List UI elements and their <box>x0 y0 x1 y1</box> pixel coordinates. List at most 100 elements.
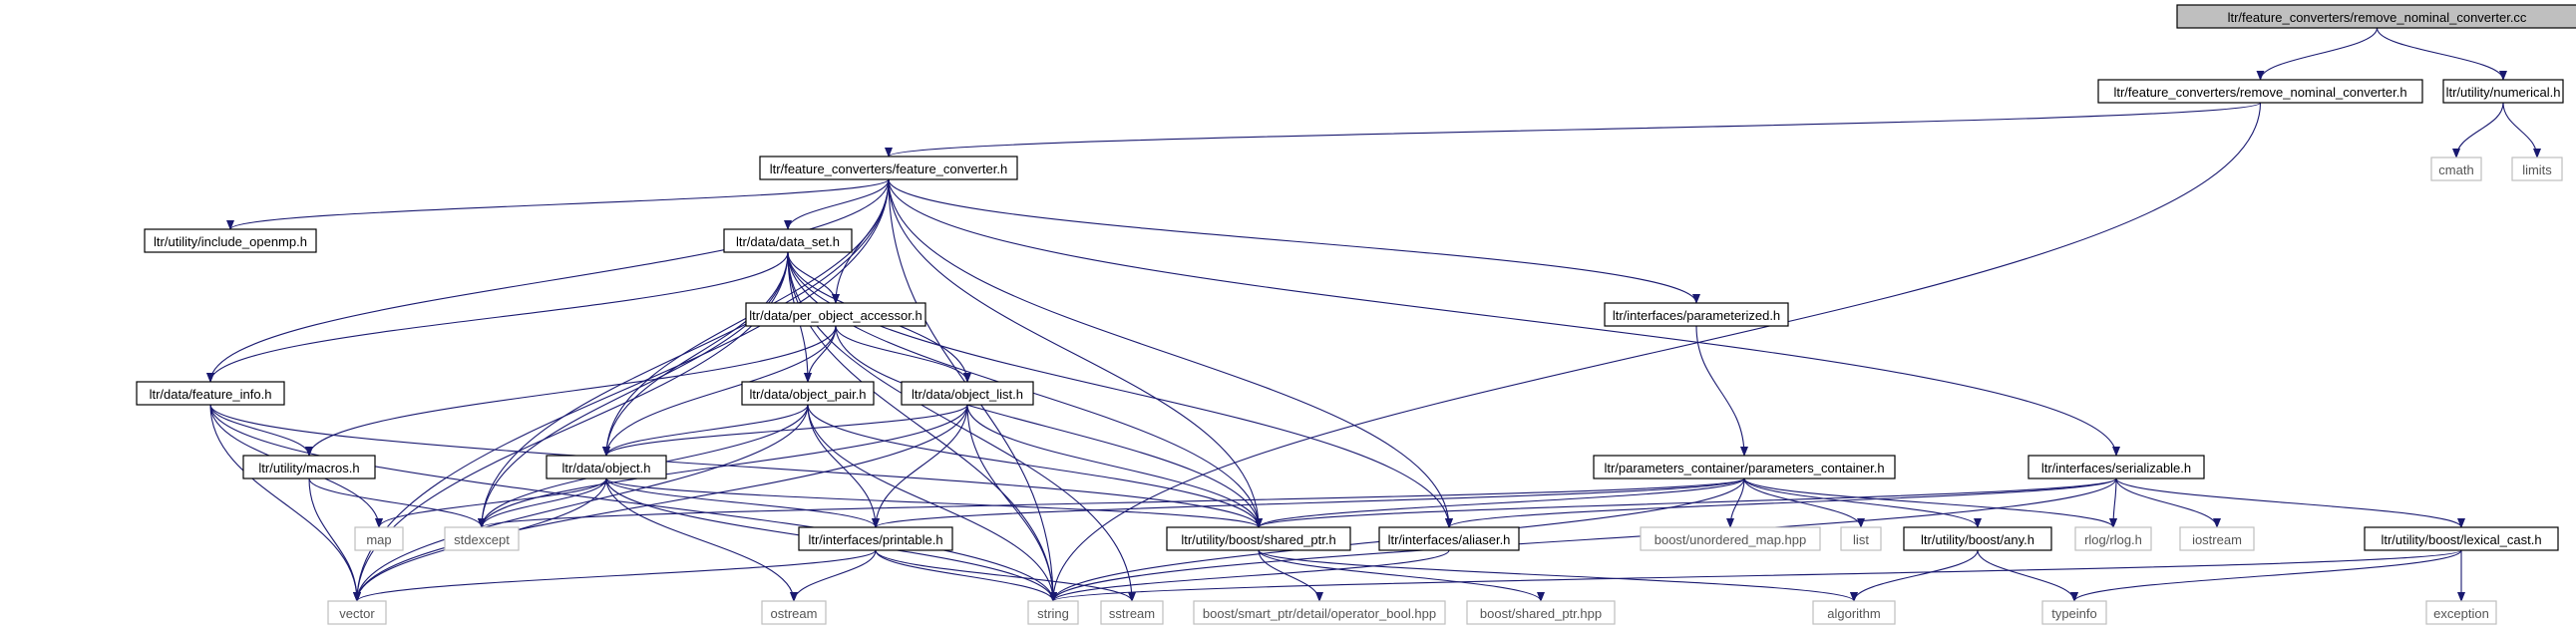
edge-lexical_cast_h-to-typeinfo <box>2070 549 2462 602</box>
node-numerical-h[interactable]: ltr/utility/numerical.h <box>2442 79 2564 104</box>
edge-object_list_h-to-object_h <box>602 404 968 457</box>
node-box <box>2074 526 2152 551</box>
edge-feature_converter_h-to-parameterized_h <box>888 178 1700 304</box>
edge-per_object_accessor_h-to-macros_h <box>305 325 837 457</box>
edge-root-to-numerical_h <box>2376 27 2507 81</box>
edge-any_h-to-algorithm <box>1850 549 1979 602</box>
edge-rnc_h-to-string <box>1049 102 2262 602</box>
node-parameterized-h[interactable]: ltr/interfaces/parameterized.h <box>1604 302 1789 327</box>
node-box <box>761 600 827 625</box>
node-data-set-h[interactable]: ltr/data/data_set.h <box>723 228 853 253</box>
edge-feature_info_h-to-macros_h <box>209 404 313 457</box>
node-exception: exception <box>2425 600 2497 625</box>
node-box <box>1378 526 1520 551</box>
node-box <box>2511 157 2563 181</box>
node-iostream: iostream <box>2179 526 2255 551</box>
edge-root-to-rnc_h <box>2256 27 2379 81</box>
node-label: limits <box>2522 162 2552 177</box>
edge-parameters_container_h-to-list <box>1743 477 1865 528</box>
node-rnc-h[interactable]: ltr/feature_converters/remove_nominal_co… <box>2097 79 2423 104</box>
node-label: ltr/interfaces/serializable.h <box>2041 461 2191 475</box>
node-box <box>242 455 376 479</box>
edge-serializable_h-to-rlog_h <box>2109 477 2118 528</box>
node-label: ltr/feature_converters/remove_nominal_co… <box>2113 85 2406 100</box>
node-object-pair-h[interactable]: ltr/data/object_pair.h <box>741 381 875 406</box>
node-label: ltr/interfaces/parameterized.h <box>1613 308 1780 323</box>
nodes-layer: ltr/feature_converters/remove_nominal_co… <box>136 4 2576 625</box>
node-box <box>2430 157 2482 181</box>
edge-printable_h-to-sstream <box>875 549 1136 602</box>
node-box <box>444 526 520 551</box>
edge-data_set_h-to-aliaser_h <box>787 251 1453 528</box>
node-macros-h[interactable]: ltr/utility/macros.h <box>242 455 376 479</box>
node-limits: limits <box>2511 157 2563 181</box>
node-feature-converter-h[interactable]: ltr/feature_converters/feature_converter… <box>759 156 1018 180</box>
edge-object_h-to-ostream <box>605 477 798 602</box>
edge-parameters_container_h-to-printable_h <box>872 477 1745 528</box>
edge-object_list_h-to-string <box>966 404 1057 602</box>
node-per-object-accessor-h[interactable]: ltr/data/per_object_accessor.h <box>745 302 926 327</box>
edge-serializable_h-to-iostream <box>2115 477 2221 528</box>
node-label: ltr/feature_converters/remove_nominal_co… <box>2228 10 2527 25</box>
node-ostream: ostream <box>761 600 827 625</box>
node-label: exception <box>2433 606 2489 621</box>
edge-serializable_h-to-lexical_cast_h <box>2115 477 2465 528</box>
node-box <box>2176 4 2576 29</box>
edge-data_set_h-to-feature_info_h <box>206 251 789 383</box>
edge-data_set_h-to-object_h <box>602 251 789 457</box>
edges-layer <box>206 27 2541 602</box>
node-box <box>546 455 667 479</box>
node-sstream: sstream <box>1100 600 1164 625</box>
edge-data_set_h-to-per_object_accessor_h <box>787 251 840 304</box>
edge-parameters_container_h-to-rlog_h <box>1743 477 2117 528</box>
edge-object_pair_h-to-shared_ptr_h <box>807 404 1263 528</box>
node-box <box>2425 600 2497 625</box>
edge-serializable_h-to-shared_ptr_h <box>1255 477 2117 528</box>
node-include-openmp-h[interactable]: ltr/utility/include_openmp.h <box>144 228 317 253</box>
node-box <box>354 526 404 551</box>
node-label: ltr/utility/macros.h <box>258 461 359 475</box>
node-any-h[interactable]: ltr/utility/boost/any.h <box>1903 526 2052 551</box>
edge-printable_h-to-string <box>875 549 1057 602</box>
node-label: ltr/utility/include_openmp.h <box>154 234 307 249</box>
node-vector: vector <box>327 600 387 625</box>
node-object-h[interactable]: ltr/data/object.h <box>546 455 667 479</box>
node-box <box>741 381 875 406</box>
node-label: ltr/data/object_pair.h <box>749 387 866 402</box>
edge-per_object_accessor_h-to-object_h <box>602 325 837 457</box>
node-list: list <box>1840 526 1882 551</box>
edge-parameters_container_h-to-any_h <box>1743 477 1982 528</box>
node-box <box>1604 302 1789 327</box>
node-lexical-cast-h[interactable]: ltr/utility/boost/lexical_cast.h <box>2364 526 2559 551</box>
node-object-list-h[interactable]: ltr/data/object_list.h <box>901 381 1034 406</box>
node-label: ltr/data/object_list.h <box>912 387 1023 402</box>
node-serializable-h[interactable]: ltr/interfaces/serializable.h <box>2027 455 2205 479</box>
edge-object_pair_h-to-object_h <box>602 404 809 457</box>
node-boost-shared-ptr-hpp: boost/shared_ptr.hpp <box>1466 600 1616 625</box>
edge-shared_ptr_h-to-algorithm <box>1258 549 1858 602</box>
node-box <box>745 302 926 327</box>
node-label: string <box>1037 606 1069 621</box>
edge-object_list_h-to-printable_h <box>872 404 968 528</box>
node-parameters-container-h[interactable]: ltr/parameters_container/parameters_cont… <box>1593 455 1896 479</box>
node-unordered-map-hpp: boost/unordered_map.hpp <box>1640 526 1821 551</box>
node-shared-ptr-h[interactable]: ltr/utility/boost/shared_ptr.h <box>1166 526 1351 551</box>
node-box <box>2442 79 2564 104</box>
node-aliaser-h[interactable]: ltr/interfaces/aliaser.h <box>1378 526 1520 551</box>
edge-lexical_cast_h-to-string <box>1049 549 2462 602</box>
edge-data_set_h-to-stdexcept <box>478 251 789 528</box>
node-box <box>759 156 1018 180</box>
edge-parameters_container_h-to-unordered_map_hpp <box>1726 477 1745 528</box>
edge-per_object_accessor_h-to-object_list_h <box>835 325 971 383</box>
node-label: typeinfo <box>2051 606 2097 621</box>
edge-macros_h-to-vector <box>308 477 361 602</box>
edge-feature_converter_h-to-aliaser_h <box>888 178 1453 528</box>
node-label: cmath <box>2438 162 2473 177</box>
node-label: ltr/utility/numerical.h <box>2446 85 2561 100</box>
node-root[interactable]: ltr/feature_converters/remove_nominal_co… <box>2176 4 2576 29</box>
node-feature-info-h[interactable]: ltr/data/feature_info.h <box>136 381 285 406</box>
node-printable-h[interactable]: ltr/interfaces/printable.h <box>798 526 953 551</box>
edge-numerical_h-to-cmath <box>2452 102 2504 158</box>
node-string: string <box>1027 600 1079 625</box>
edge-per_object_accessor_h-to-shared_ptr_h <box>835 325 1263 528</box>
